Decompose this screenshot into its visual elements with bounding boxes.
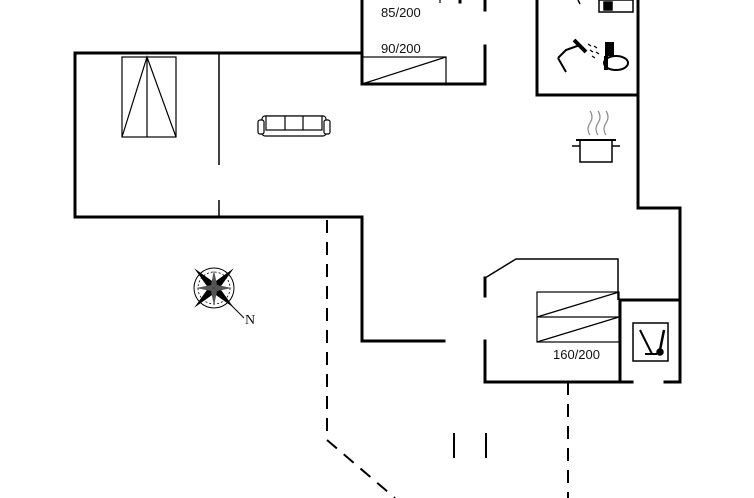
bunk-lower-label: 90/200: [381, 41, 421, 56]
shower-icon: [557, 38, 600, 73]
terrace-dash-left: [326, 220, 396, 498]
skylight-icon: [121, 55, 177, 138]
compass-rose-icon: [193, 267, 245, 319]
walls: [73, 0, 682, 384]
wall-bedroom-bottom: [483, 339, 682, 384]
cooking-pot-icon: [572, 110, 620, 163]
wall-right-outer: [636, 93, 682, 384]
bunk-bed: [361, 0, 447, 85]
north-label: N: [245, 313, 256, 328]
bunk-upper-label: 85/200: [381, 5, 421, 20]
partition: [218, 53, 619, 300]
utility-tools-icon: [632, 322, 669, 362]
toilet-icon: [603, 42, 629, 71]
sofa-icon: [257, 115, 331, 137]
bedroom-angled-wall: [484, 258, 619, 300]
terrace-outline: [326, 220, 569, 498]
terrace-steps: [453, 433, 487, 458]
washbasin-icon: [577, 0, 634, 13]
wall-left-wing: [73, 51, 446, 343]
double-bed-label: 160/200: [553, 347, 600, 362]
wall-utility: [618, 298, 682, 384]
wall-bathroom: [535, 0, 640, 97]
double-bed: [536, 291, 620, 343]
wall-top-stubs: [458, 0, 487, 12]
